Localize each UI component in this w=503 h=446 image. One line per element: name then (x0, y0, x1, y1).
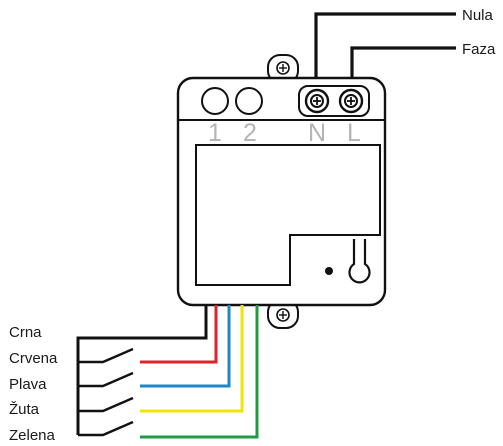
phase-wire (350, 46, 456, 82)
neutral-wire (314, 12, 456, 82)
mains-wires (314, 12, 456, 82)
switch-contacts (78, 347, 134, 437)
label-crvena: Crvena (9, 350, 58, 367)
wire-green (140, 305, 259, 439)
label-plava: Plava (9, 376, 47, 393)
inner-panel (195, 144, 381, 286)
terminal-1 (201, 87, 229, 115)
label-zelena: Zelena (9, 427, 56, 444)
switch-1 (78, 347, 134, 364)
wire-black (76, 305, 208, 435)
terminal-l-screw-icon (338, 88, 364, 114)
switch-3 (78, 396, 134, 413)
switch-2 (78, 371, 134, 388)
led-dot (325, 267, 333, 275)
terminal-label-1: 1 (208, 119, 222, 147)
label-crna: Crna (9, 324, 42, 341)
phase-label: Faza (462, 41, 496, 58)
switch-4 (78, 420, 134, 437)
wire-yellow (140, 305, 244, 413)
terminal-2 (235, 87, 263, 115)
output-wires (76, 305, 259, 439)
terminal-label-n: N (308, 119, 326, 147)
wire-blue (140, 305, 231, 388)
neutral-label: Nula (462, 7, 494, 24)
terminal-label-2: 2 (243, 119, 257, 147)
label-zuta: Žuta (9, 401, 40, 418)
terminal-n-screw-icon (304, 88, 330, 114)
button-icon (348, 239, 371, 284)
wire-red (140, 305, 218, 364)
terminal-label-l: L (347, 119, 361, 147)
mounting-ear-top (267, 54, 299, 84)
